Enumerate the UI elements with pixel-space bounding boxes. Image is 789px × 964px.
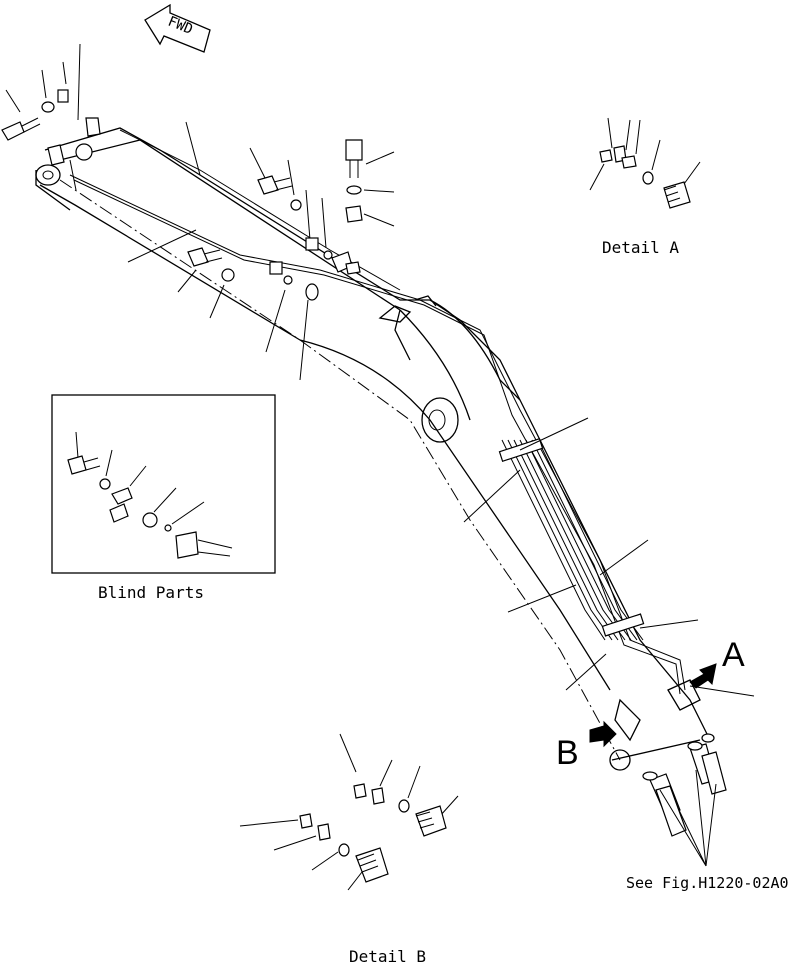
top-left-parts — [1, 43, 101, 191]
fwd-label: FWD — [166, 14, 195, 38]
detail-a-group: Detail A — [589, 117, 701, 257]
callout-b: B — [556, 720, 617, 772]
piping-bundle — [69, 129, 701, 742]
detail-b-label: Detail B — [349, 947, 426, 964]
hose-ends: See Fig.H1220-02A0 — [626, 733, 789, 892]
blind-parts-label: Blind Parts — [98, 583, 204, 602]
leader-lines — [463, 417, 755, 697]
see-fig-label: See Fig.H1220-02A0 — [626, 874, 789, 892]
callout-b-label: B — [556, 734, 579, 772]
boom-body — [35, 127, 711, 771]
fwd-arrow: FWD — [144, 3, 211, 53]
callout-a-label: A — [722, 636, 745, 674]
boom-clamp-group — [127, 121, 395, 381]
detail-a-label: Detail A — [602, 238, 679, 257]
blind-parts-box: Blind Parts — [51, 394, 276, 602]
detail-b-group: Detail B — [239, 733, 459, 964]
callout-a: A — [689, 636, 745, 689]
